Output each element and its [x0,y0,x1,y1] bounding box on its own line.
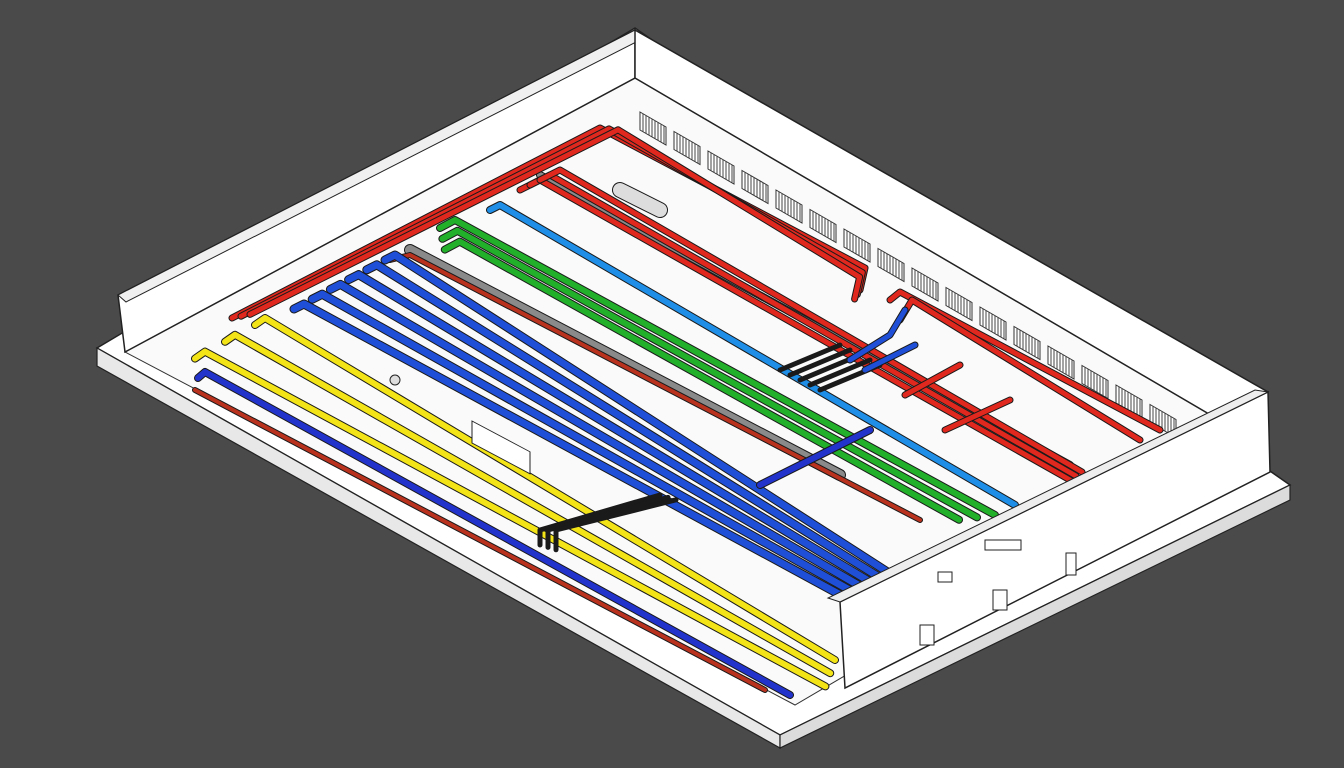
black-conduit [538,493,662,547]
front-right-wall-top [826,389,1270,603]
base-slab-front-right [779,484,1291,749]
black-conduit [778,343,842,372]
pipes [191,124,1164,699]
red-pipe [247,127,863,317]
red-pipe [887,289,1163,433]
floor-junction-box [471,420,531,475]
blue-pipe [290,300,862,608]
black-conduit [788,348,852,377]
cable-tray [405,245,845,480]
dark-red-pipe [193,388,767,692]
red-pipe [537,167,1085,475]
black-conduit [554,498,678,552]
dark-blue-pipe [195,369,793,698]
blue-pipe [345,271,887,594]
green-pipe [437,217,998,518]
yellow-pipe [192,348,829,690]
blue-cross-pipe [757,427,873,488]
green-pipe [439,227,980,521]
yellow-pipe [252,315,838,663]
floor-valve [389,374,401,386]
blue-pipe [308,290,870,604]
black-conduit [808,358,872,387]
black-conduit [546,495,670,549]
blue-riser [862,342,918,373]
wall-vents [639,111,1177,439]
wall-outlet [992,589,1008,611]
blue-pipe [363,261,896,589]
wall-panel [984,539,1022,551]
wall-outlet [919,624,935,646]
red-cross-pipe [942,397,1013,433]
equipment-box [613,183,667,217]
green-pipe [441,238,962,523]
wall-outlet [937,571,953,583]
light-blue-pipe [487,202,1018,508]
blue-pipe [381,251,904,584]
yellow-pipe [222,331,834,677]
blue-pipe [326,280,879,599]
blue-riser [847,307,908,363]
red-cross-pipe [902,362,963,398]
wall-outlet [1065,552,1077,576]
